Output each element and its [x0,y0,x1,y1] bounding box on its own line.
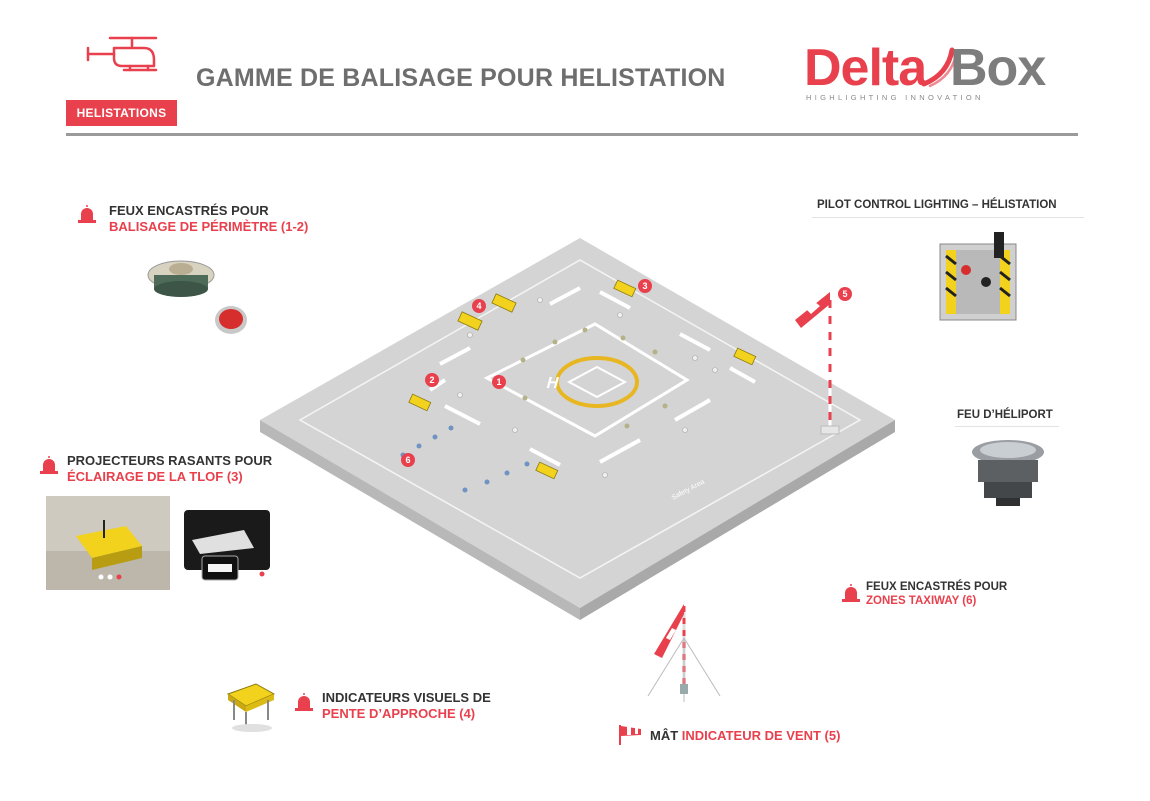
marker-1: 1 [496,377,501,387]
taxiway-label-line1: FEUX ENCASTRÉS POUR [866,581,1008,593]
indicateurs-label-line2: PENTE D’APPROCHE (4) [322,706,476,721]
mat-label-part1: MÂT [650,728,682,743]
helicopter-icon [86,36,158,72]
projecteur-photo-1 [46,496,170,590]
marker-5: 5 [842,289,847,299]
perimeter-label-line2: BALISAGE DE PÉRIMÈTRE (1-2) [109,219,309,234]
feu-heliport-label: FEU D’HÉLIPORT [957,409,1053,421]
feu-heliport-image [972,440,1044,506]
marker-2: 2 [429,375,434,385]
papi-indicator-image [226,683,276,732]
beacon-icon [295,693,313,711]
projecteurs-label-line2: ÉCLAIRAGE DE LA TLOF (3) [67,469,243,484]
projecteur-photo-2 [184,510,270,581]
beacon-icon [78,205,96,223]
windsock-flag-icon [619,725,641,745]
indicateurs-label-line1: INDICATEURS VISUELS DE [322,690,491,705]
logo-delta: Delta [804,39,927,97]
windsock-mast-image [647,604,721,702]
taxiway-label-line2: ZONES TAXIWAY (6) [866,595,977,607]
perimeter-label-line1: FEUX ENCASTRÉS POUR [109,203,269,218]
beacon-icon [40,456,58,474]
page-title: GAMME DE BALISAGE POUR HELISTATION [196,64,726,92]
marker-4: 4 [476,301,481,311]
helipad-diagram: H Safety Area 1 2 3 4 [260,238,895,620]
header-divider [66,133,1078,136]
helistations-badge: HELISTATIONS [66,100,177,126]
svg-text:H: H [545,374,561,392]
marker-6: 6 [405,455,410,465]
marker-3: 3 [642,281,647,291]
mat-label-part2: INDICATEUR DE VENT (5) [681,728,841,743]
perimeter-light-image [147,260,247,334]
projecteurs-label-line1: PROJECTEURS RASANTS POUR [67,453,273,468]
pilot-control-label: PILOT CONTROL LIGHTING – HÉLISTATION [817,199,1057,211]
logo-swoosh-icon [921,47,958,88]
logo-tagline: HIGHLIGHTING INNOVATION [806,93,984,102]
beacon-icon [842,584,860,602]
pilot-control-divider [812,217,1084,218]
logo-box: Box [950,39,1046,97]
feu-heliport-divider [955,426,1059,427]
pilot-control-box-image [939,232,1017,321]
